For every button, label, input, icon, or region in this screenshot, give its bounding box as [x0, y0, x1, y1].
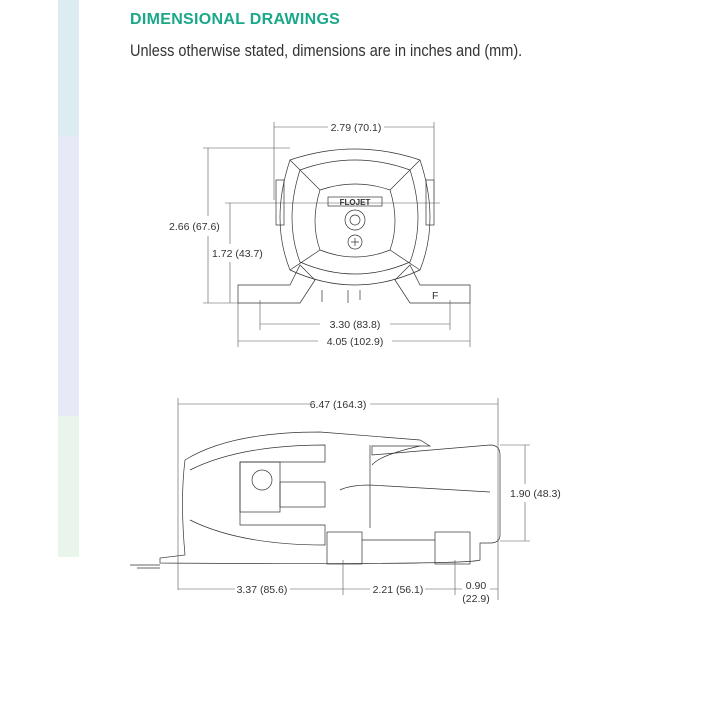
logo-plate — [327, 196, 383, 207]
dimension-label: (22.9) — [462, 593, 489, 605]
drawing-mark: F — [432, 290, 438, 302]
dimension-label: 2.79 (70.1) — [331, 122, 382, 134]
dimension-label: 2.21 (56.1) — [373, 584, 424, 596]
sidebar-band-bottom — [58, 416, 79, 557]
dimension-label: 3.30 (83.8) — [330, 319, 381, 331]
sidebar-band-middle — [58, 136, 79, 416]
section-heading: DIMENSIONAL DRAWINGS — [130, 11, 341, 28]
screw-icon — [347, 234, 363, 250]
inlet-port — [344, 209, 366, 231]
side-view-dimensions: 6.47 (164.3) 1.90 (48.3) 3.37 (85.6) 2.2… — [177, 398, 561, 605]
dimension-label: 1.90 (48.3) — [510, 488, 561, 500]
dimension-label: 6.47 (164.3) — [310, 399, 367, 411]
dimension-label: 1.72 (43.7) — [212, 248, 263, 260]
dimension-label: 2.66 (67.6) — [169, 221, 220, 233]
sidebar-band-top — [58, 0, 79, 136]
dimension-label: 4.05 (102.9) — [327, 336, 384, 348]
dimension-label: 0.90 — [466, 580, 487, 592]
dimension-label: 3.37 (85.6) — [237, 584, 288, 596]
front-view-dimensions: 2.79 (70.1) 2.66 (67.6) 1.72 (43.7) 3.30… — [169, 122, 471, 348]
side-view-drawing — [130, 431, 501, 569]
units-note: Unless otherwise stated, dimensions are … — [130, 42, 523, 60]
flojet-logo: FLOJET — [340, 198, 371, 207]
front-view-drawing: FLOJET F — [237, 148, 471, 304]
